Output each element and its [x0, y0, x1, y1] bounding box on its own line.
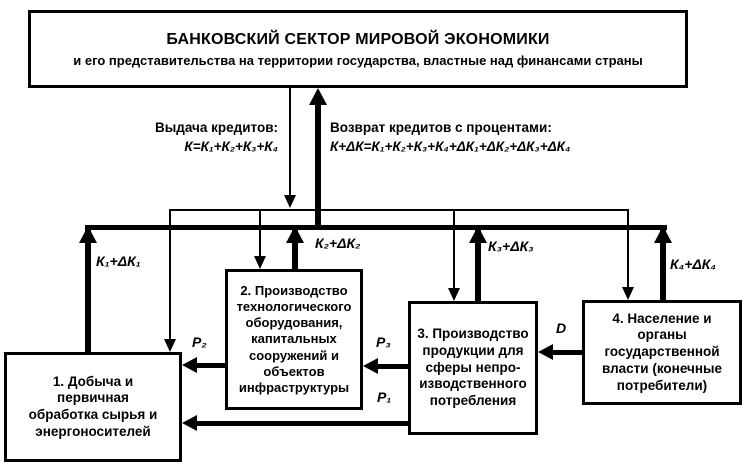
- sector-box-1: 1. Добыча и первичная обработка сырья и …: [4, 352, 182, 462]
- bank-sector-box: БАНКОВСКИЙ СЕКТОР МИРОВОЙ ЭКОНОМИКИ и ег…: [28, 10, 688, 88]
- sector-box-4-text: 4. Население и органы государственной вл…: [601, 310, 723, 393]
- credit-return-arrow-line: [315, 104, 321, 230]
- credit-issue-arrowhead-icon: [284, 195, 296, 208]
- flow-label-p2: Р₂: [192, 334, 207, 350]
- p3-arrow-line: [376, 364, 408, 369]
- d-arrowhead-icon: [538, 344, 553, 360]
- flow-label-p3: Р₃: [376, 334, 391, 350]
- credit-return-note: Возврат кредитов с процентами: К+ΔК=К₁+К…: [330, 119, 570, 157]
- sector-box-3-text: 3. Производство продукции для сферы непр…: [417, 326, 529, 409]
- credit-issue-note: Выдача кредитов: К=К₁+К₂+К₃+К₄: [100, 119, 278, 157]
- issue-arrow-to-sector3-line: [453, 211, 455, 288]
- flow-label-k3: К₃+ΔК₃: [488, 238, 534, 254]
- p3-arrowhead-icon: [363, 358, 378, 374]
- return-arrow-sector4-line: [660, 230, 666, 301]
- p2-arrow-line: [195, 363, 225, 368]
- p2-arrowhead-icon: [182, 357, 197, 373]
- credit-return-bus-line: [85, 225, 667, 230]
- credit-return-formula: К+ΔК=К₁+К₂+К₃+К₄+ΔК₁+ΔК₂+ΔК₃+ΔК₄: [330, 138, 571, 154]
- flow-label-p1: Р₁: [377, 389, 392, 405]
- return-arrow-sector2-line: [292, 230, 298, 270]
- sector-box-1-text: 1. Добыча и первичная обработка сырья и …: [28, 373, 158, 439]
- flow-label-k1: К₁+ΔК₁: [96, 253, 141, 269]
- p1-arrow-line: [195, 421, 408, 426]
- issue-arrow-to-sector1-line: [169, 211, 171, 339]
- sector-box-3: 3. Производство продукции для сферы непр…: [408, 301, 538, 435]
- bank-sector-subtitle: и его представительства на территории го…: [73, 52, 643, 68]
- sector-box-2-text: 2. Производство технологического оборудо…: [236, 283, 352, 395]
- flow-label-k2: К₂+ΔК₂: [315, 235, 361, 251]
- sector-box-4: 4. Население и органы государственной вл…: [582, 300, 742, 405]
- credit-issue-bus-line: [169, 209, 629, 211]
- issue-arrow-to-sector1-head-icon: [164, 339, 176, 352]
- issue-arrow-to-sector4-line: [627, 211, 629, 287]
- flow-label-d: D: [556, 320, 567, 336]
- credit-issue-formula: К=К₁+К₂+К₃+К₄: [184, 138, 278, 154]
- p1-arrowhead-icon: [182, 415, 197, 431]
- sector-box-2: 2. Производство технологического оборудо…: [225, 269, 363, 410]
- credit-issue-label: Выдача кредитов:: [155, 120, 278, 135]
- credit-return-label: Возврат кредитов с процентами:: [330, 120, 552, 135]
- return-arrow-sector1-line: [85, 230, 91, 353]
- return-arrow-sector3-line: [475, 230, 481, 302]
- credit-issue-arrow-line: [289, 88, 291, 197]
- d-arrow-line: [551, 350, 583, 355]
- credit-return-arrowhead-icon: [309, 88, 327, 105]
- issue-arrow-to-sector2-head-icon: [254, 256, 266, 269]
- flow-label-k4: К₄+ΔК₄: [670, 256, 716, 272]
- bank-sector-title: БАНКОВСКИЙ СЕКТОР МИРОВОЙ ЭКОНОМИКИ: [166, 30, 550, 48]
- issue-arrow-to-sector4-head-icon: [622, 287, 634, 300]
- issue-arrow-to-sector3-head-icon: [448, 288, 460, 301]
- issue-arrow-to-sector2-line: [259, 211, 261, 256]
